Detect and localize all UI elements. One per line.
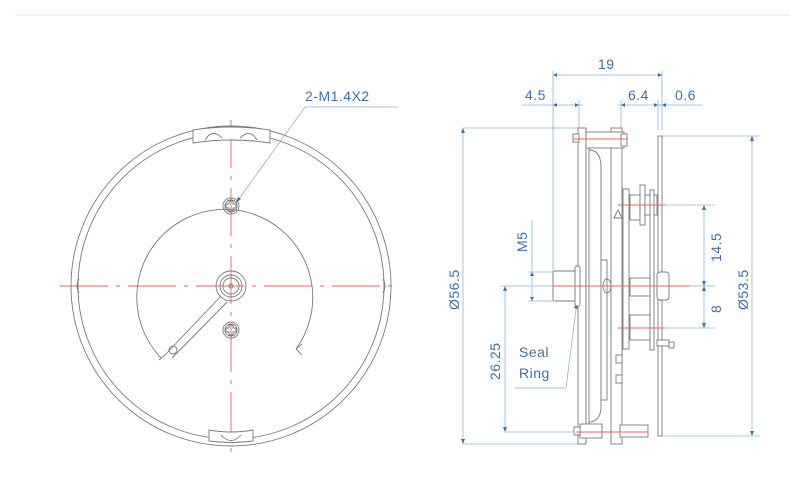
screw-callout-leader [235, 106, 398, 204]
dim-upper-spacing: 14.5 [708, 233, 724, 262]
dim-front-offset: 4.5 [525, 87, 546, 103]
dial-plate [136, 208, 314, 359]
dim-movement: 6.4 [628, 87, 649, 103]
right-bump [382, 278, 386, 294]
screw-top [222, 197, 240, 215]
bottom-lug [208, 429, 254, 443]
dim-thread: M5 [514, 232, 530, 252]
left-bump [76, 278, 80, 294]
dim-lower-spacing: 8 [708, 305, 724, 313]
seal-ring-leader [515, 301, 578, 389]
dim-total-depth: 19 [598, 56, 615, 72]
pointer-hand [164, 295, 228, 359]
dim-outer-diameter: Ø56.5 [446, 269, 462, 310]
dim-center-height: 26.25 [487, 342, 503, 380]
hub-outer [215, 270, 247, 302]
dim-back-diameter: Ø53.5 [735, 269, 751, 310]
dim-back-plate: 0.6 [675, 87, 696, 103]
top-lug [192, 126, 271, 144]
seal-ring-label-line1: Seal [519, 344, 549, 360]
seal-ring-label-line2: Ring [519, 365, 550, 381]
screw-callout-label: 2-M1.4X2 [305, 88, 370, 104]
front-view: 2-M1.4X2 [60, 88, 400, 455]
screw-bottom [222, 321, 240, 339]
header-divider [15, 14, 790, 16]
outer-ring [70, 125, 392, 447]
side-view: 19 4.5 6.4 0.6 Ø56.5 26.25 M5 [446, 56, 760, 445]
